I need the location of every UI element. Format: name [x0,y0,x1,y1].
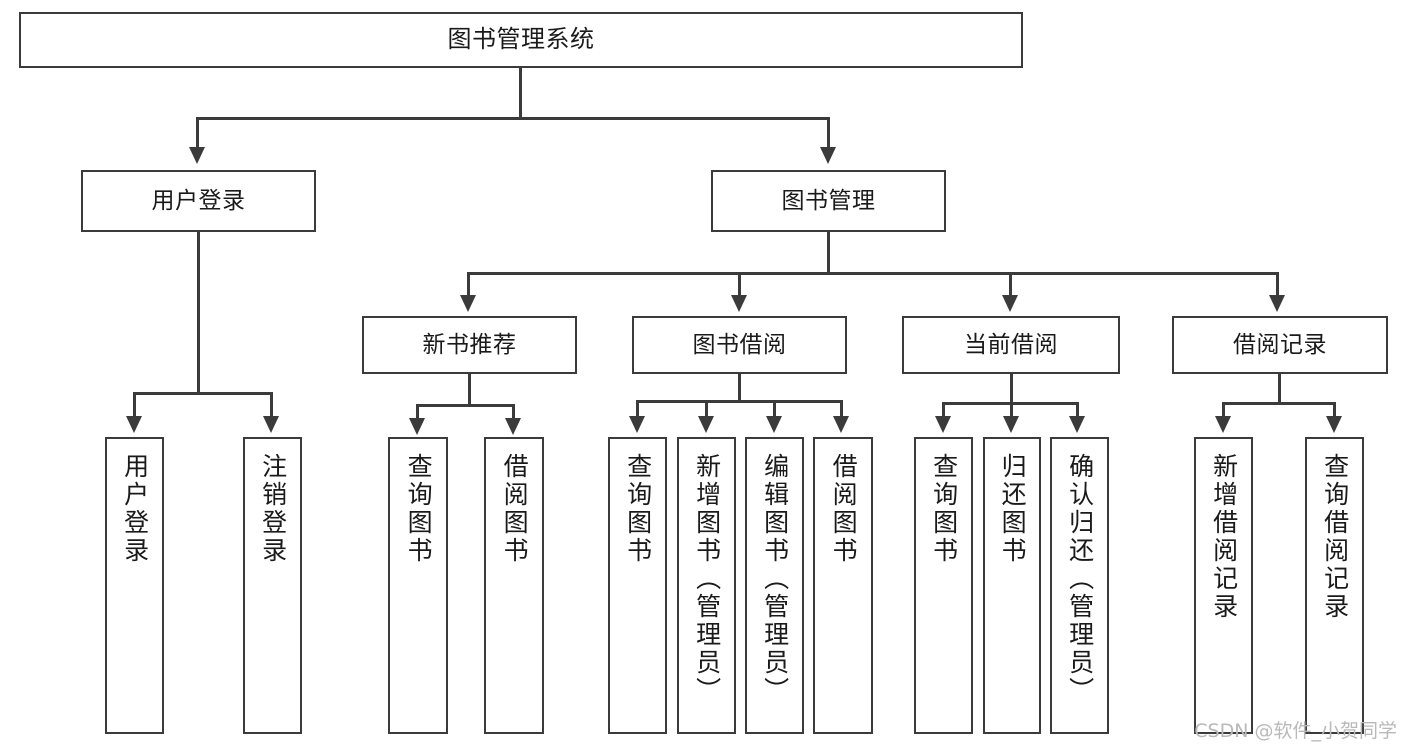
arrowhead-leaf-query-book-bb [629,416,645,433]
arrowhead-leaf-return-book [1003,416,1019,433]
node-current-borrow-label: 当前借阅 [964,331,1058,358]
node-new-book-rec[interactable]: 新书推荐 [362,316,577,374]
connector-to-leaf-edit-book [773,400,776,418]
connector-borrow-record-stem [1278,374,1281,404]
connector-to-new-book-rec [467,272,470,297]
node-current-borrow[interactable]: 当前借阅 [902,316,1120,374]
connector-to-current-borrow [1009,272,1012,297]
leaf-query-book-cb[interactable]: 查询图书 [914,437,973,734]
node-user-login[interactable]: 用户登录 [81,170,316,232]
connector-to-leaf-query-book-rec [416,404,419,420]
arrowhead-book-manage [820,147,836,164]
node-borrow-record[interactable]: 借阅记录 [1172,316,1388,374]
connector-to-leaf-query-record [1333,402,1336,418]
connector-root-to-book-manage [827,117,830,149]
arrowhead-leaf-borrow-book-bb [833,416,849,433]
leaf-borrow-book-bb[interactable]: 借阅图书 [813,437,873,734]
arrowhead-leaf-user-login [126,416,142,433]
connector-book-manage-bus [467,272,1279,275]
leaf-query-book-rec[interactable]: 查询图书 [388,437,448,734]
connector-to-leaf-return-book [1010,402,1013,418]
arrowhead-leaf-edit-book [766,416,782,433]
leaf-query-book-rec-label: 查询图书 [404,453,434,565]
connector-borrow-record-bus [1222,402,1336,405]
node-book-manage[interactable]: 图书管理 [711,170,946,232]
leaf-edit-book-label: 编辑图书（管理员） [760,453,790,705]
leaf-add-book[interactable]: 新增图书（管理员） [677,437,736,734]
leaf-edit-book[interactable]: 编辑图书（管理员） [745,437,804,734]
leaf-query-record-label: 查询借阅记录 [1320,453,1350,621]
csdn-watermark: CSDN @软件_小贺同学 [1194,720,1397,742]
arrowhead-leaf-query-book-rec [409,418,425,435]
node-root[interactable]: 图书管理系统 [19,12,1023,68]
node-new-book-rec-label: 新书推荐 [422,331,517,358]
leaf-borrow-book-bb-label: 借阅图书 [829,453,859,565]
connector-book-borrow-bus [636,400,843,403]
node-borrow-record-label: 借阅记录 [1233,331,1327,358]
leaf-confirm-return[interactable]: 确认归还（管理员） [1050,437,1109,734]
leaf-query-book-cb-label: 查询图书 [929,453,959,565]
leaf-query-record[interactable]: 查询借阅记录 [1305,437,1364,734]
node-book-borrow-label: 图书借阅 [692,331,787,358]
connector-user-login-bus [133,392,270,395]
connector-to-leaf-confirm-return [1076,402,1079,418]
leaf-user-logout-label: 注销登录 [258,453,288,565]
arrowhead-leaf-add-book [698,416,714,433]
arrowhead-leaf-user-logout [263,416,279,433]
arrowhead-borrow-record [1269,295,1285,312]
arrowhead-current-borrow [1002,295,1018,312]
connector-current-borrow-stem [1010,374,1013,404]
arrowhead-book-borrow [731,295,747,312]
connector-new-book-rec-bus [416,404,515,407]
connector-to-leaf-user-logout [270,392,273,418]
leaf-return-book-label: 归还图书 [998,453,1028,565]
arrowhead-leaf-query-book-cb [935,416,951,433]
connector-new-book-rec-stem [468,374,471,406]
arrowhead-leaf-confirm-return [1069,416,1085,433]
leaf-add-record-label: 新增借阅记录 [1209,453,1239,621]
leaf-query-book-bb-label: 查询图书 [623,453,653,565]
connector-to-book-borrow [738,272,741,297]
connector-book-borrow-stem [738,374,741,402]
connector-to-leaf-query-book-cb [942,402,945,418]
node-book-manage-label: 图书管理 [781,187,876,214]
arrowhead-leaf-add-record [1215,416,1231,433]
node-book-borrow[interactable]: 图书借阅 [632,316,847,374]
connector-to-leaf-query-book-bb [636,400,639,418]
connector-to-leaf-borrow-book-rec [512,404,515,420]
leaf-add-book-label: 新增图书（管理员） [692,453,722,705]
node-root-label: 图书管理系统 [447,25,595,54]
leaf-borrow-book-rec[interactable]: 借阅图书 [484,437,544,734]
connector-book-manage-stem [827,232,830,274]
connector-root-to-user-login [196,117,199,149]
connector-to-leaf-borrow-book-bb [840,400,843,418]
connector-user-login-stem [197,232,200,395]
arrowhead-leaf-query-record [1326,416,1342,433]
connector-to-leaf-add-book [705,400,708,418]
leaf-query-book-bb[interactable]: 查询图书 [608,437,667,734]
leaf-user-login-label: 用户登录 [120,453,150,565]
leaf-return-book[interactable]: 归还图书 [983,437,1041,734]
node-user-login-label: 用户登录 [151,187,246,214]
connector-root-bus [196,117,830,120]
leaf-confirm-return-label: 确认归还（管理员） [1065,453,1095,705]
arrowhead-user-login [189,147,205,164]
connector-to-leaf-user-login [133,392,136,418]
leaf-user-logout[interactable]: 注销登录 [243,437,302,734]
connector-to-leaf-add-record [1222,402,1225,418]
connector-to-borrow-record [1276,272,1279,297]
leaf-user-login[interactable]: 用户登录 [105,437,164,734]
leaf-add-record[interactable]: 新增借阅记录 [1194,437,1253,734]
leaf-borrow-book-rec-label: 借阅图书 [500,453,530,565]
arrowhead-new-book-rec [460,295,476,312]
arrowhead-leaf-borrow-book-rec [505,418,521,435]
connector-root-stem [519,68,522,119]
